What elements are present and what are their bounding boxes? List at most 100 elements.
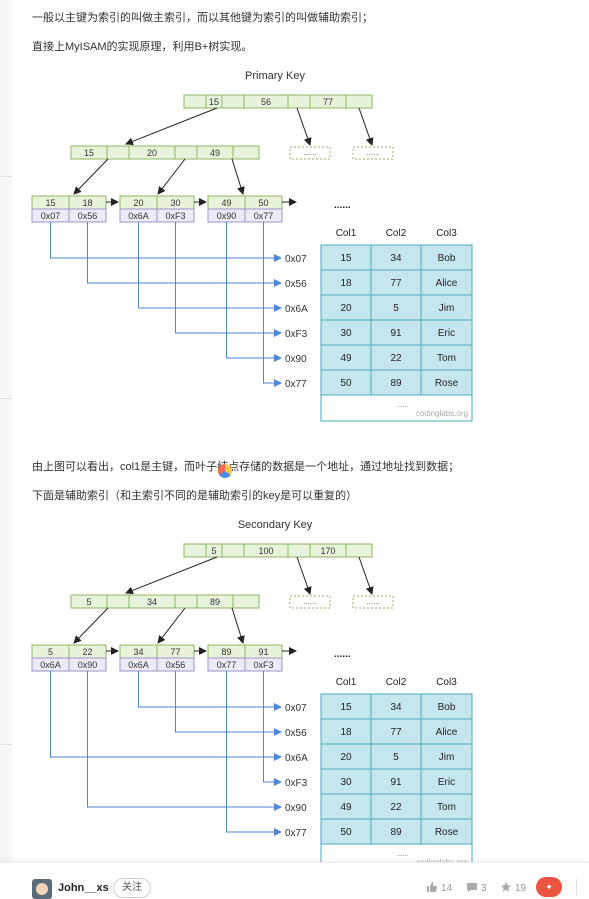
table-value: Alice xyxy=(436,278,458,289)
leaf-key: 5 xyxy=(48,647,53,657)
table-cell xyxy=(320,244,372,271)
watermark: codinglabs.org xyxy=(416,858,468,862)
leaf-address: 0x6A xyxy=(128,660,149,670)
table-value: Rose xyxy=(435,827,459,838)
floating-assistant-icon[interactable] xyxy=(218,464,232,478)
pointer-address: 0x56 xyxy=(285,728,307,739)
pointer-line xyxy=(175,222,282,337)
pointer-line xyxy=(50,671,282,761)
paragraph-secondary-intro: 下面是辅助索引（和主索引不同的是辅助索引的key是可以重复的） xyxy=(32,490,358,502)
internal-node-cell xyxy=(232,145,260,160)
table-cell xyxy=(420,693,473,720)
table-cell xyxy=(320,743,372,770)
table-value: Jim xyxy=(439,752,455,763)
table-footer-dots: ...... xyxy=(397,851,409,858)
tree-edge xyxy=(296,107,312,146)
table-cell xyxy=(420,818,473,845)
leaf-key: 20 xyxy=(133,198,143,208)
pointer-address: 0x77 xyxy=(285,379,307,390)
tree-edge xyxy=(157,607,186,644)
like-button[interactable]: 14 xyxy=(426,881,452,894)
internal-key: 34 xyxy=(147,597,157,607)
internal-key: 89 xyxy=(210,597,220,607)
table-value: 89 xyxy=(390,378,402,389)
pointer-address: 0x90 xyxy=(285,803,307,814)
leaf-key: 34 xyxy=(133,647,143,657)
tree-edge xyxy=(231,607,245,644)
table-cell xyxy=(320,793,372,820)
pointer-line xyxy=(138,222,282,312)
table-cell xyxy=(420,344,473,371)
table-value: Eric xyxy=(438,777,455,788)
pointer-line xyxy=(226,222,282,362)
table-header: Col2 xyxy=(386,228,407,239)
reward-icon[interactable]: ✦ xyxy=(536,877,562,897)
root-node-cell xyxy=(345,543,373,558)
follow-button[interactable]: 关注 xyxy=(113,878,151,898)
table-cell xyxy=(320,269,372,296)
internal-node-cell xyxy=(106,594,130,609)
leaf-key: 89 xyxy=(221,647,231,657)
placeholder-node xyxy=(352,595,394,609)
table-cell xyxy=(320,718,372,745)
placeholder-dots: ...... xyxy=(366,148,379,157)
root-key: 5 xyxy=(211,546,216,556)
table-cell xyxy=(370,269,422,296)
pointer-address: 0x77 xyxy=(285,828,307,839)
root-key: 77 xyxy=(323,97,333,107)
table-cell xyxy=(420,369,473,396)
tree-edge xyxy=(73,607,109,644)
leaf-ellipsis: ...... xyxy=(334,649,351,660)
table-cell xyxy=(420,743,473,770)
thumbs-up-icon xyxy=(427,882,437,892)
table-value: 5 xyxy=(393,303,399,314)
table-cell xyxy=(420,768,473,795)
table-header: Col2 xyxy=(386,677,407,688)
leaf-ellipsis: ...... xyxy=(334,200,351,211)
root-node-cell xyxy=(183,94,207,109)
table-cell xyxy=(420,244,473,271)
leaf-address: 0x90 xyxy=(217,211,237,221)
article-footer-bar: John__xs 关注 14 3 19 ✦ xyxy=(0,862,589,899)
leaf-address: 0x6A xyxy=(128,211,149,221)
root-node-cell xyxy=(345,94,373,109)
pointer-address: 0x6A xyxy=(285,753,308,764)
paragraph-myisam: 直接上MyISAM的实现原理，利用B+树实现。 xyxy=(32,41,253,53)
table-cell xyxy=(370,693,422,720)
table-value: 20 xyxy=(340,752,352,763)
author-avatar[interactable] xyxy=(32,879,52,899)
root-node-cell xyxy=(221,543,245,558)
table-value: 89 xyxy=(390,827,402,838)
leaf-address: 0x77 xyxy=(217,660,237,670)
placeholder-node xyxy=(289,146,331,160)
paragraph-col1-explanation: 由上图可以看出，col1是主键，而叶子结点存储的数据是一个地址，通过地址找到数据… xyxy=(32,461,460,473)
table-cell xyxy=(420,269,473,296)
favorite-button[interactable]: 19 xyxy=(500,881,526,894)
tree-edge xyxy=(125,556,218,595)
pointer-line xyxy=(87,222,282,287)
table-cell xyxy=(420,793,473,820)
comment-count: 3 xyxy=(481,883,487,894)
table-value: 77 xyxy=(390,278,402,289)
table-cell xyxy=(370,319,422,346)
table-value: Bob xyxy=(438,253,456,264)
sidebar-divider xyxy=(0,744,12,745)
placeholder-node xyxy=(289,595,331,609)
table-value: 30 xyxy=(340,777,352,788)
comment-button[interactable]: 3 xyxy=(466,881,487,894)
like-count: 14 xyxy=(441,883,453,894)
internal-node-cell xyxy=(174,594,198,609)
tree-edge xyxy=(125,107,218,146)
internal-node-cell xyxy=(232,594,260,609)
internal-key: 20 xyxy=(147,148,157,158)
table-cell xyxy=(420,319,473,346)
table-cell xyxy=(420,718,473,745)
table-value: 34 xyxy=(390,253,402,264)
table-header: Col3 xyxy=(436,228,457,239)
article-content xyxy=(18,0,589,862)
watermark: codinglabs.org xyxy=(416,409,468,418)
author-name[interactable]: John__xs xyxy=(58,882,109,894)
pointer-line xyxy=(226,671,282,836)
internal-key: 15 xyxy=(84,148,94,158)
placeholder-dots: ...... xyxy=(366,597,379,606)
